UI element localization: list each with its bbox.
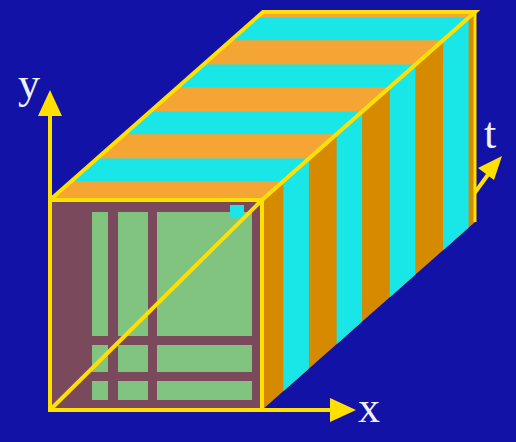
top-face bbox=[50, 12, 475, 200]
stripe bbox=[108, 212, 118, 400]
frame-edge bbox=[443, 18, 469, 251]
t-axis-label: t bbox=[484, 112, 496, 156]
frame-edge bbox=[283, 159, 309, 392]
frame-stripes bbox=[92, 212, 252, 400]
frame-content bbox=[92, 212, 252, 400]
y-axis-label: y bbox=[18, 62, 40, 106]
x-axis-label: x bbox=[358, 386, 380, 430]
cube-edge bbox=[50, 200, 262, 410]
y-axis bbox=[48, 110, 52, 410]
frame-edge bbox=[337, 112, 363, 345]
frame-edge bbox=[390, 65, 416, 298]
frame-tops bbox=[71, 18, 468, 182]
diagonal bbox=[50, 200, 262, 410]
frame-top bbox=[178, 65, 416, 88]
cube-edge bbox=[50, 12, 475, 200]
frame-top bbox=[231, 18, 469, 41]
frame-corner bbox=[230, 205, 244, 217]
stripe bbox=[92, 372, 252, 381]
cube-edge bbox=[474, 12, 477, 222]
x-axis bbox=[262, 408, 336, 412]
frame-top bbox=[125, 112, 363, 135]
arrowhead bbox=[330, 398, 356, 422]
arrowhead bbox=[478, 156, 502, 180]
front-frame bbox=[50, 200, 262, 410]
frame-top bbox=[71, 159, 309, 182]
arrowhead bbox=[38, 90, 62, 116]
